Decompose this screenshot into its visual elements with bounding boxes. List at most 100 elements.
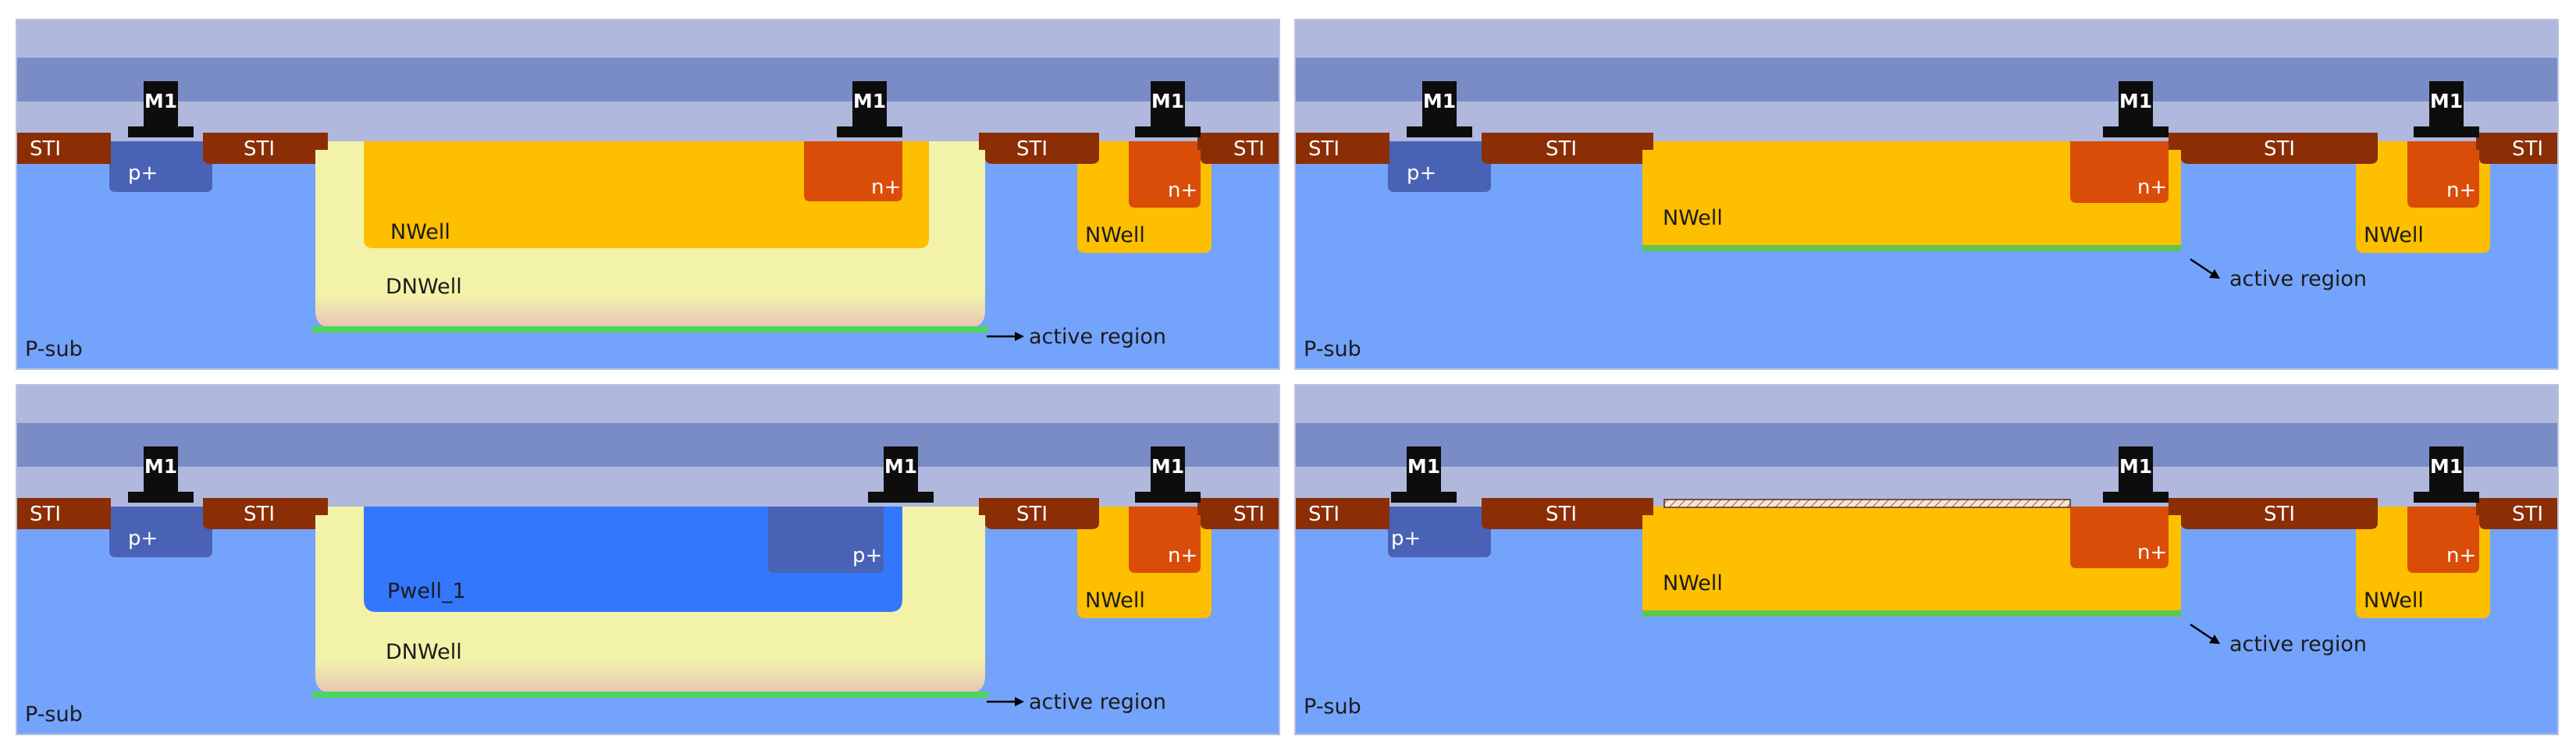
pplus-label: p+ (1407, 162, 1436, 185)
active-region-label: active region (2229, 267, 2367, 291)
m1-contact-2 (868, 446, 934, 503)
nplus-region-right (1129, 507, 1201, 573)
nplus-label-1: n+ (2137, 176, 2167, 199)
psub-label: P-sub (1304, 337, 1361, 361)
pplus-label-inner: p+ (852, 544, 882, 567)
panel-dnwell-pwell: M1 M1 M1 STI STI STI STI p+ p+ n+ Pwell_… (16, 384, 1280, 735)
active-region-line (312, 326, 988, 333)
active-region-arrow (2190, 258, 2220, 279)
nplus-label-2: n+ (1168, 179, 1197, 202)
cross-section-diagram-4: M1 M1 M1 STI STI STI STI p+ n+ n+ NWell … (1296, 386, 2557, 734)
sti-label-3: STI (2264, 137, 2295, 161)
active-region-label: active region (1029, 690, 1166, 714)
panel-nwell-film: M1 M1 M1 STI STI STI STI p+ n+ n+ NWell … (1294, 384, 2559, 735)
sti-label-3: STI (1016, 503, 1048, 526)
active-region-arrow (987, 332, 1024, 341)
active-region-arrow (2190, 623, 2220, 644)
m1-contact-2 (837, 81, 902, 137)
m1-label-2: M1 (2119, 90, 2152, 112)
sti-block-1 (17, 498, 111, 529)
sti-label-2: STI (244, 503, 275, 526)
nplus-label-1: n+ (871, 176, 901, 199)
nplus-region (804, 141, 902, 201)
pplus-region-inner (768, 507, 884, 573)
m1-label-1: M1 (144, 455, 177, 478)
nwell-label-2: NWell (2364, 589, 2424, 613)
nwell-region (1642, 507, 2181, 615)
nwell-label-1: NWell (1663, 571, 1723, 596)
pplus-region (1388, 507, 1491, 557)
pwell-label: Pwell_1 (387, 579, 466, 603)
panel-dnwell-nwell: M1 M1 M1 STI STI STI STI p+ n+ n+ NWell … (16, 19, 1280, 370)
sti-block-2 (1482, 498, 1653, 529)
oxide-layer-top (1296, 20, 2557, 58)
sti-label-2: STI (1546, 137, 1577, 161)
oxide-layer-middle (1296, 58, 2557, 101)
nplus-label-2: n+ (1168, 544, 1197, 567)
m1-label-2: M1 (2119, 455, 2152, 478)
nwell-label-1: NWell (390, 220, 450, 244)
m1-contact-3 (2414, 81, 2479, 137)
active-region-arrow (987, 697, 1024, 706)
active-region-line (1642, 245, 2181, 251)
sti-label-1: STI (30, 503, 61, 526)
sti-label-2: STI (244, 137, 275, 161)
nplus-region-right (2407, 507, 2479, 573)
pplus-label: p+ (1391, 527, 1421, 550)
psub-label: P-sub (1304, 695, 1361, 719)
nwell-label-2: NWell (2364, 223, 2424, 247)
m1-label-3: M1 (2430, 90, 2463, 112)
sti-block-1 (1296, 133, 1389, 164)
sti-block-4 (2476, 498, 2557, 529)
nwell-label-2: NWell (1085, 223, 1145, 247)
sti-block-4 (1197, 133, 1279, 164)
pplus-label: p+ (128, 527, 158, 550)
oxide-layer-top (17, 386, 1279, 423)
oxide-layer-middle (17, 423, 1279, 467)
cross-section-diagram-1: M1 M1 M1 STI STI STI STI p+ n+ n+ NWell … (17, 20, 1279, 368)
oxide-layer-middle (1296, 423, 2557, 467)
m1-label-2: M1 (884, 455, 917, 478)
pwell-region (364, 492, 902, 612)
panel-nwell: M1 M1 M1 STI STI STI STI p+ n+ n+ NWell … (1294, 19, 2559, 370)
cross-section-diagram-2: M1 M1 M1 STI STI STI STI p+ n+ n+ NWell … (1296, 20, 2557, 368)
nplus-region (2070, 141, 2169, 203)
psub-label: P-sub (25, 702, 83, 727)
hatched-film (1663, 499, 2071, 508)
m1-label-1: M1 (1407, 455, 1440, 478)
active-region-label: active region (1029, 325, 1166, 349)
m1-contact-1 (1391, 446, 1457, 503)
nplus-label-2: n+ (2446, 544, 2476, 567)
m1-contact-1 (128, 446, 194, 503)
m1-contact-1 (128, 81, 194, 137)
sti-label-3: STI (1016, 137, 1048, 161)
dnwell-label: DNWell (386, 275, 462, 299)
psub-label: P-sub (25, 337, 83, 361)
oxide-layer-middle (17, 58, 1279, 101)
sti-label-2: STI (1546, 503, 1577, 526)
sti-block-1 (17, 133, 111, 164)
sti-block-1 (1296, 498, 1389, 529)
pplus-region (1388, 141, 1491, 192)
nplus-label-2: n+ (2446, 179, 2476, 202)
nwell-region (1642, 141, 2181, 250)
m1-label-1: M1 (1423, 90, 1456, 112)
sti-block-3 (979, 498, 1099, 529)
sti-label-4: STI (1233, 137, 1265, 161)
nwell-label-1: NWell (1663, 206, 1723, 230)
active-region-line (1642, 610, 2181, 617)
nplus-region (2070, 507, 2169, 568)
m1-label-3: M1 (1151, 90, 1184, 112)
pplus-region (109, 141, 212, 192)
sti-block-2 (203, 498, 328, 529)
sti-label-3: STI (2264, 503, 2295, 526)
m1-contact-2 (2103, 81, 2169, 137)
sti-label-1: STI (1308, 503, 1340, 526)
m1-contact-3 (1135, 446, 1201, 503)
sti-label-1: STI (1308, 137, 1340, 161)
pplus-label: p+ (128, 162, 158, 185)
m1-contact-3 (1135, 81, 1201, 137)
sti-block-3 (2169, 498, 2378, 529)
m1-contact-2 (2103, 446, 2169, 503)
sti-block-2 (203, 133, 328, 164)
